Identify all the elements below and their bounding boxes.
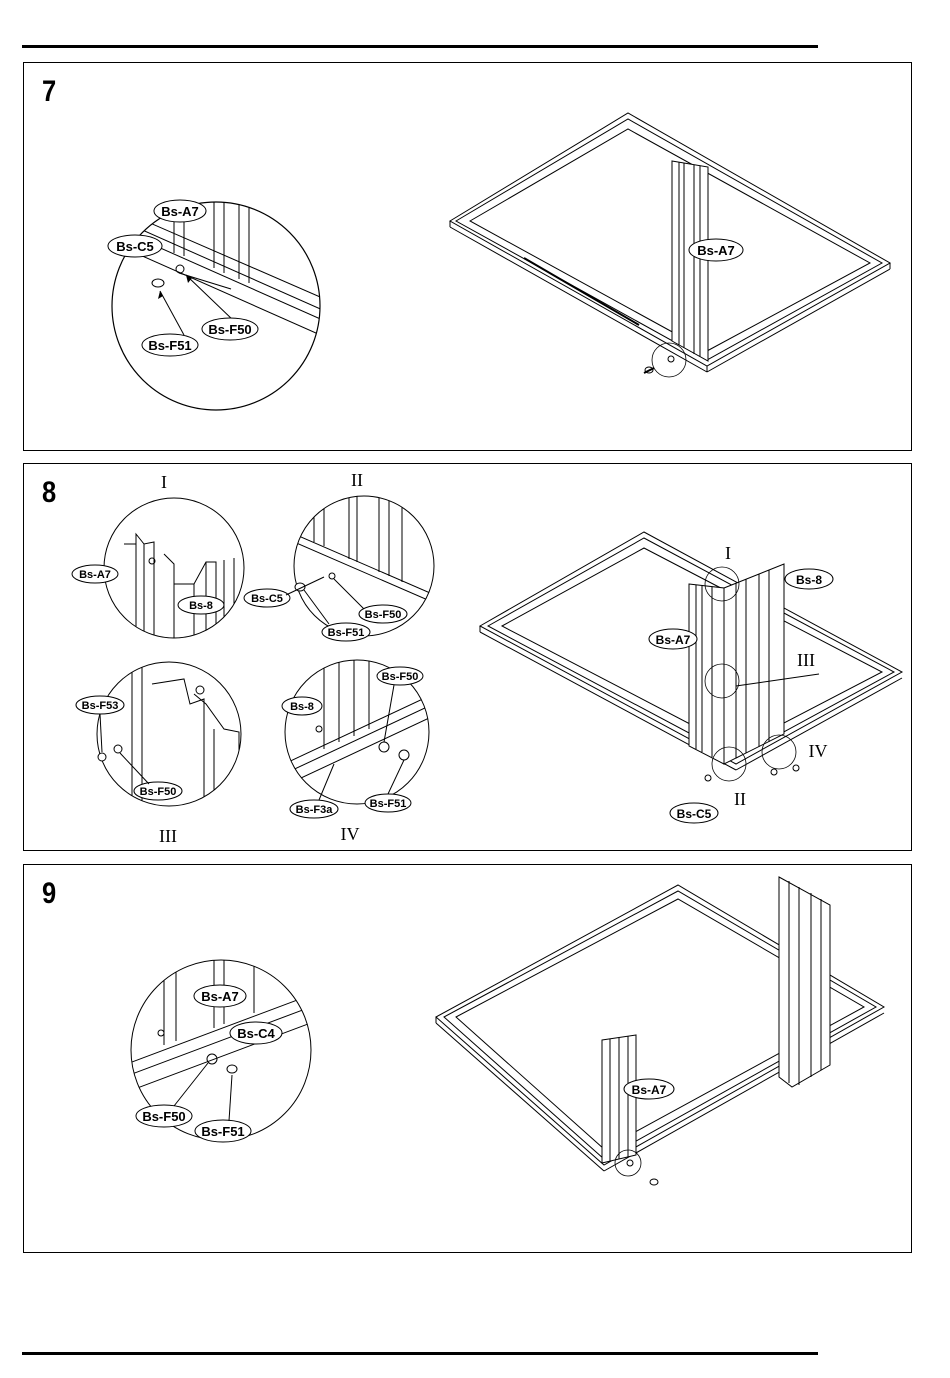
callout-label: Bs-A7: [656, 633, 691, 647]
view-label: IV: [809, 741, 828, 761]
bottom-rule: [22, 1352, 818, 1355]
label-bubble: Bs-F50: [377, 667, 423, 685]
view-label: IV: [341, 824, 360, 844]
step-9-panel: 9 Bs-A7 Bs-C4: [23, 864, 912, 1253]
step-8-illustration: I II III IV Bs-A7: [24, 464, 911, 850]
callout-label: Bs-A7: [161, 204, 199, 219]
label-bubble: Bs-8: [785, 569, 833, 589]
callout-label: Bs-F51: [370, 798, 407, 810]
detail-circle: Bs-A7 Bs-C5 Bs-F50 Bs-F51: [104, 173, 334, 410]
callout-label: Bs-C5: [116, 239, 154, 254]
detail-circle-IV: Bs-F50 Bs-8 Bs-F3a Bs-F51: [282, 659, 444, 818]
callout-label: Bs-F3a: [296, 804, 334, 816]
label-bubble: Bs-F50: [134, 782, 182, 800]
label-bubble: Bs-F51: [365, 794, 411, 812]
callout-label: Bs-F50: [382, 671, 419, 683]
wall-panel: [689, 564, 784, 764]
label-bubble: Bs-F51: [195, 1120, 251, 1142]
callout-label: Bs-C4: [237, 1026, 275, 1041]
label-bubble: Bs-A7: [72, 565, 118, 583]
view-label: III: [159, 826, 177, 846]
detail-circle-III: Bs-F53 Bs-F50: [76, 662, 241, 809]
callout-label: Bs-8: [290, 701, 314, 713]
view-label: I: [725, 543, 731, 563]
label-bubble: Bs-F50: [359, 605, 407, 623]
callout-label: Bs-F50: [142, 1109, 185, 1124]
wall-panel: [602, 1035, 636, 1163]
callout-label: Bs-F51: [148, 338, 191, 353]
label-bubble: Bs-F50: [202, 318, 258, 340]
callout-label: Bs-C5: [677, 807, 712, 821]
callout-label: Bs-A7: [697, 243, 735, 258]
wall-panel: [779, 877, 830, 1087]
floor-frame: [450, 113, 890, 372]
step-7-illustration: Bs-A7 Bs-C5 Bs-F50 Bs-F51: [24, 63, 911, 450]
view-label: I: [161, 472, 167, 492]
detail-circle-I: Bs-A7 Bs-8: [72, 498, 244, 644]
step-8-panel: 8 I II III IV Bs-A7: [23, 463, 912, 851]
label-bubble: Bs-C5: [108, 235, 162, 257]
callout-label: Bs-F51: [328, 627, 365, 639]
label-bubble: Bs-F51: [142, 334, 198, 356]
label-bubble: Bs-8: [178, 596, 224, 614]
label-bubble: Bs-C4: [230, 1022, 282, 1044]
callout-label: Bs-F50: [365, 609, 402, 621]
callout-label: Bs-A7: [201, 989, 239, 1004]
callout-label: Bs-A7: [79, 569, 111, 581]
callout-label: Bs-F53: [82, 700, 119, 712]
label-bubble: Bs-F53: [76, 696, 124, 714]
label-bubble: Bs-F51: [322, 623, 370, 641]
label-bubble: Bs-A7: [624, 1079, 674, 1099]
callout-label: Bs-C5: [251, 593, 283, 605]
wall-panel: [672, 161, 708, 361]
label-bubble: Bs-F50: [136, 1105, 192, 1127]
label-bubble: Bs-A7: [689, 239, 743, 261]
view-label: II: [734, 789, 746, 809]
callout-label: Bs-8: [189, 600, 213, 612]
callout-label: Bs-F50: [140, 786, 177, 798]
label-bubble: Bs-A7: [649, 629, 697, 649]
label-bubble: Bs-A7: [194, 985, 246, 1007]
top-rule: [22, 45, 818, 48]
label-bubble: Bs-8: [282, 697, 322, 715]
callout-label: Bs-F51: [201, 1124, 244, 1139]
label-bubble: Bs-F3a: [290, 800, 338, 818]
callout-label: Bs-A7: [632, 1083, 667, 1097]
callout-label: Bs-8: [796, 573, 822, 587]
label-bubble: Bs-A7: [154, 200, 206, 222]
detail-circle: Bs-A7 Bs-C4 Bs-F50 Bs-F51: [124, 960, 324, 1142]
callout-label: Bs-F50: [208, 322, 251, 337]
detail-circle-II: Bs-C5 Bs-F50 Bs-F51: [244, 494, 444, 641]
label-bubble: Bs-C5: [244, 589, 290, 607]
step-7-panel: 7: [23, 62, 912, 451]
step-9-illustration: Bs-A7 Bs-C4 Bs-F50 Bs-F51: [24, 865, 911, 1252]
view-label: II: [351, 470, 363, 490]
label-bubble: Bs-C5: [670, 803, 718, 823]
view-label: III: [797, 650, 815, 670]
